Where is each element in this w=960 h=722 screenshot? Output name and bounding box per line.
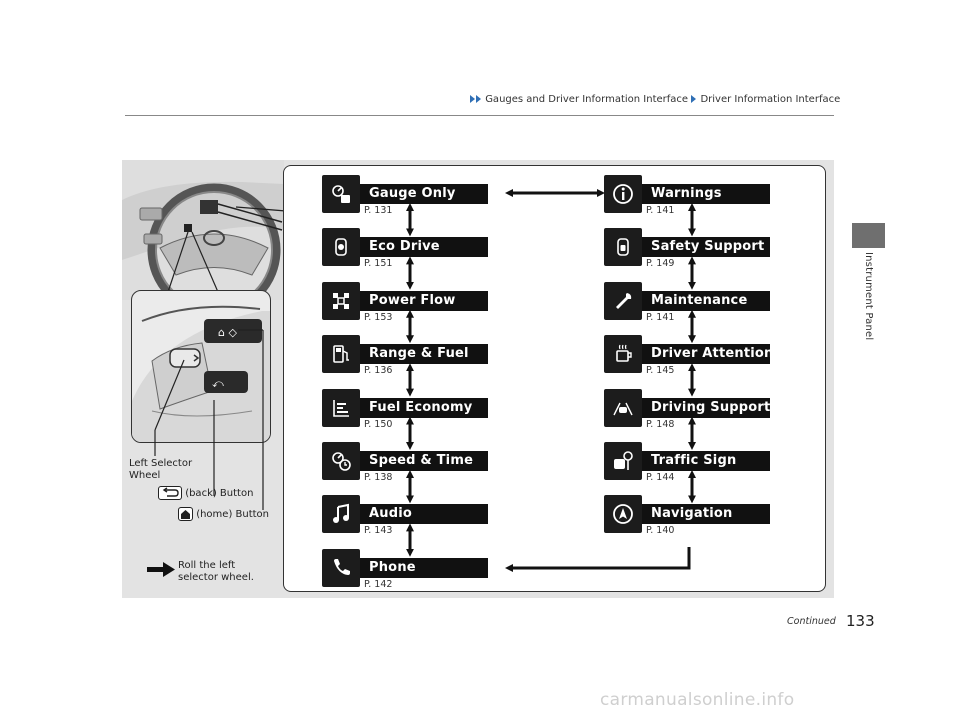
speed-time-icon xyxy=(322,442,360,480)
menu-item-label: Driving Support xyxy=(642,398,770,418)
breadcrumb-arrow-icon xyxy=(470,95,475,103)
page-reference[interactable]: P. 141 xyxy=(646,205,675,216)
page-reference[interactable]: P. 138 xyxy=(364,472,393,483)
navigation-icon xyxy=(604,495,642,533)
range-fuel-icon xyxy=(322,335,360,373)
menu-item-label: Phone xyxy=(360,558,488,578)
back-button-callout: (back) Button xyxy=(158,486,253,500)
menu-item-label: Navigation xyxy=(642,504,770,524)
menu-item-label: Traffic Sign xyxy=(642,451,770,471)
phone-icon xyxy=(322,549,360,587)
eco-drive-icon xyxy=(322,228,360,266)
breadcrumb: Gauges and Driver Information Interface … xyxy=(470,94,840,105)
watermark: carmanualsonline.info xyxy=(600,690,795,710)
back-button-label: (back) Button xyxy=(185,488,254,499)
breadcrumb-item-gauges[interactable]: Gauges and Driver Information Interface xyxy=(485,94,689,105)
selector-closeup-inset: ⌂ ◇ ⤺ xyxy=(131,290,271,443)
page-reference[interactable]: P. 144 xyxy=(646,472,675,483)
driving-support-icon xyxy=(604,389,642,427)
page-reference[interactable]: P. 131 xyxy=(364,205,393,216)
menu-item-label: Safety Support xyxy=(642,237,770,257)
menu-item-label: Warnings xyxy=(642,184,770,204)
menu-item-label: Audio xyxy=(360,504,488,524)
breadcrumb-arrow-icon xyxy=(691,95,697,103)
menu-item-label: Speed & Time xyxy=(360,451,488,471)
legend-arrow-icon xyxy=(147,562,175,577)
page-reference[interactable]: P. 151 xyxy=(364,258,393,269)
display-leader-lines xyxy=(235,206,287,212)
home-button-label: (home) Button xyxy=(196,509,270,520)
svg-text:⌂ ◇: ⌂ ◇ xyxy=(218,326,237,339)
menu-item-label: Driver Attention xyxy=(642,344,770,364)
svg-text:⤺: ⤺ xyxy=(212,377,224,390)
menu-item-label: Gauge Only xyxy=(360,184,488,204)
music-note-icon xyxy=(322,495,360,533)
breadcrumb-item-dii[interactable]: Driver Information Interface xyxy=(700,94,841,105)
page-number: 133 xyxy=(846,612,875,630)
page-reference[interactable]: P. 141 xyxy=(646,312,675,323)
page-reference[interactable]: P. 145 xyxy=(646,365,675,376)
page-reference[interactable]: P. 153 xyxy=(364,312,393,323)
chapter-tab xyxy=(852,223,885,248)
chapter-label: Instrument Panel xyxy=(863,252,874,341)
page-reference[interactable]: P. 149 xyxy=(646,258,675,269)
menu-item-label: Range & Fuel xyxy=(360,344,488,364)
safety-support-icon xyxy=(604,228,642,266)
page-reference[interactable]: P. 140 xyxy=(646,525,675,536)
page-reference[interactable]: P. 150 xyxy=(364,419,393,430)
home-button-callout: (home) Button xyxy=(178,507,269,521)
page-reference[interactable]: P. 143 xyxy=(364,525,393,536)
home-icon xyxy=(178,507,193,521)
back-icon xyxy=(158,486,182,500)
left-selector-wheel-label: Left Selector Wheel xyxy=(129,458,193,481)
page-reference[interactable]: P. 136 xyxy=(364,365,393,376)
gauge-only-icon xyxy=(322,175,360,213)
page-reference[interactable]: P. 148 xyxy=(646,419,675,430)
header-rule xyxy=(125,115,834,116)
power-flow-icon xyxy=(322,282,360,320)
breadcrumb-arrow-icon xyxy=(476,95,481,103)
wrench-icon xyxy=(604,282,642,320)
continued-label: Continued xyxy=(787,616,836,627)
flow-arrows xyxy=(406,189,696,572)
callout-leaders xyxy=(154,329,264,510)
selector-closeup-art: ⌂ ◇ ⤺ xyxy=(132,305,270,442)
coffee-cup-icon xyxy=(604,335,642,373)
fuel-economy-icon xyxy=(322,389,360,427)
page-reference[interactable]: P. 142 xyxy=(364,579,393,590)
menu-item-label: Eco Drive xyxy=(360,237,488,257)
info-icon xyxy=(604,175,642,213)
traffic-sign-icon xyxy=(604,442,642,480)
menu-item-label: Fuel Economy xyxy=(360,398,488,418)
steering-wheel-illustration xyxy=(122,160,284,300)
legend-text: Roll the left selector wheel. xyxy=(178,560,254,583)
menu-item-label: Power Flow xyxy=(360,291,488,311)
menu-item-label: Maintenance xyxy=(642,291,770,311)
